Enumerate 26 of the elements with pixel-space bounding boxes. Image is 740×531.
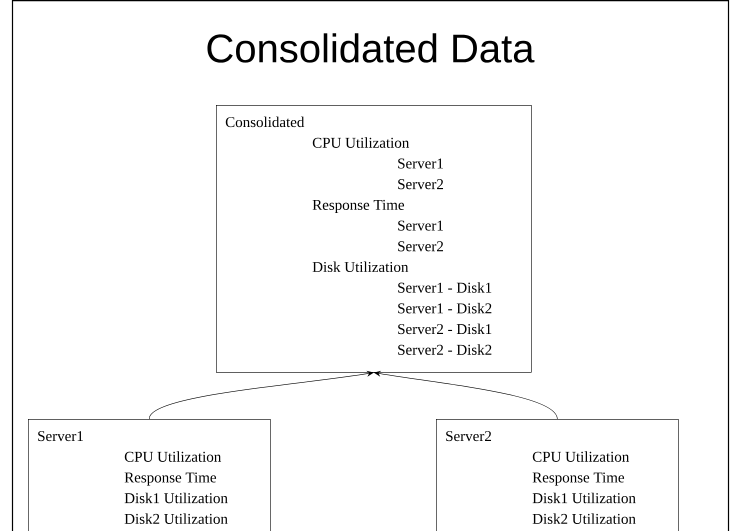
title: Consolidated Data (207, 33, 534, 63)
list-item: CPU Utilization (312, 137, 410, 148)
list-item: Disk2 Utilization (532, 513, 636, 524)
text-box (28, 419, 271, 531)
list-item: Response Time (532, 472, 624, 486)
list-item: Server2 (446, 431, 492, 442)
list-item: Disk1 Utilization (124, 492, 228, 504)
text-box (216, 105, 532, 373)
list-item: Server2 - Disk2 (398, 344, 492, 355)
list-item: Server1 (398, 220, 443, 231)
list-item: Server1 (38, 431, 83, 442)
text-box (436, 419, 679, 531)
list-item: Response Time (124, 472, 216, 486)
list-item: Server2 - Disk1 (398, 324, 492, 334)
list-item: Server1 - Disk2 (398, 302, 492, 314)
list-item: Server1 - Disk1 (398, 282, 492, 293)
list-item: Server2 (398, 179, 444, 190)
list-item: CPU Utilization (532, 451, 630, 462)
list-item: Disk Utilization (312, 262, 408, 272)
list-item: Disk2 Utilization (124, 513, 228, 524)
list-item: Server1 (398, 158, 443, 169)
list-item: Consolidated (226, 116, 304, 128)
list-item: Response Time (312, 200, 404, 213)
list-item: Server2 (398, 241, 444, 252)
list-item: Disk1 Utilization (532, 492, 636, 504)
list-item: CPU Utilization (124, 451, 222, 462)
